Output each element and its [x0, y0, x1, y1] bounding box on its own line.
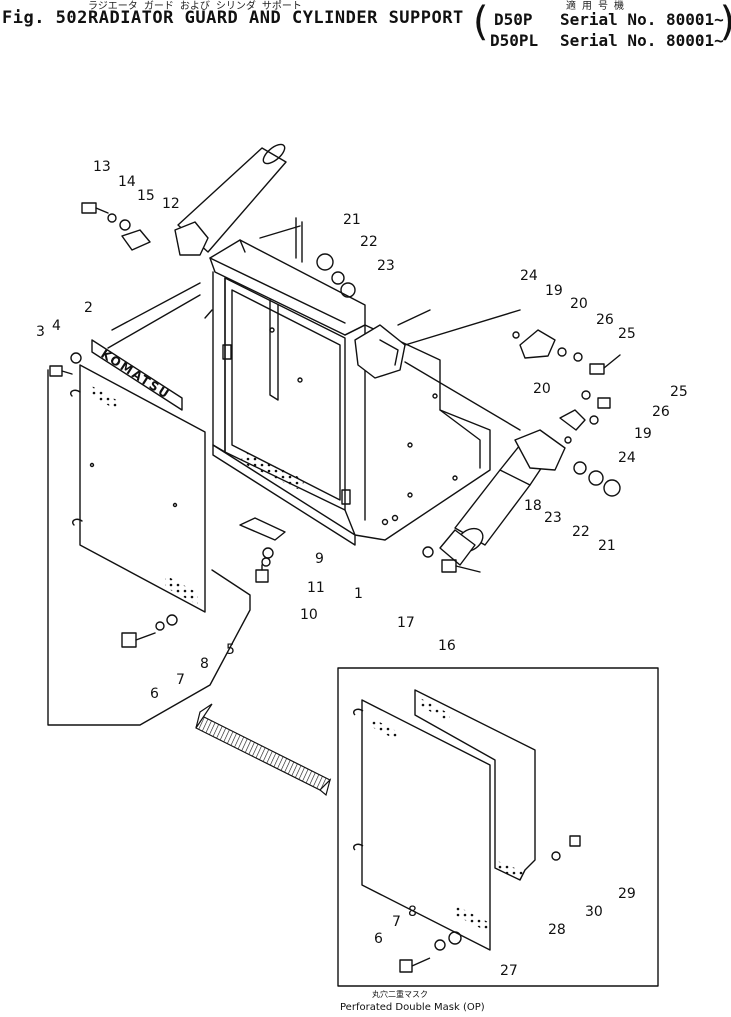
callout: 8	[200, 656, 209, 672]
callout: 21	[343, 212, 361, 228]
bolt-25-lower	[597, 397, 611, 409]
logo-plate	[91, 339, 183, 411]
applicability-bracket-left: (	[468, 0, 493, 45]
callout: 4	[52, 318, 61, 334]
bolt-6	[121, 632, 156, 648]
callout: 15	[137, 188, 155, 204]
callout: 11	[307, 580, 325, 596]
applicability-serial-1: Serial No. 80001~	[560, 10, 724, 29]
callout: 12	[162, 196, 180, 212]
callout: 30	[585, 904, 603, 920]
callout: 13	[93, 159, 111, 175]
callout: 6	[374, 931, 383, 947]
callout: 14	[118, 174, 136, 190]
callout: 23	[377, 258, 395, 274]
bracket-plate	[239, 517, 286, 541]
title-jp: ラジエータ ガード および シリンダ サポート	[88, 1, 302, 12]
callout: 27	[500, 963, 518, 979]
hydraulic-cylinder	[439, 429, 566, 566]
callout: 19	[634, 426, 652, 442]
callout: 19	[545, 283, 563, 299]
inset-caption-jp: 丸穴二重マスク	[372, 989, 428, 999]
bolt-25-upper	[589, 354, 621, 375]
callout: 1	[354, 586, 363, 602]
cylinder-cap-lower	[559, 409, 586, 431]
callout: 21	[598, 538, 616, 554]
callout: 9	[315, 551, 324, 567]
applicability-bracket-right: )	[716, 2, 731, 42]
inset-caption-en: Perforated Double Mask (OP)	[340, 1002, 485, 1013]
callout: 24	[618, 450, 636, 466]
callout-labels: 13 14 15 12 21 22 23 24 19 20 26 25 2 3 …	[36, 159, 688, 979]
double-arrow	[195, 703, 332, 797]
callout: 20	[533, 381, 551, 397]
callout: 25	[618, 326, 636, 342]
applicability-model-2: D50PL	[490, 31, 539, 50]
figure-label: Fig. 502	[2, 8, 88, 28]
applicability-jp: 適 用 号 機	[566, 1, 625, 12]
callout: 20	[570, 296, 588, 312]
bolt-3	[49, 365, 73, 377]
figure-title: RADIATOR GUARD AND CYLINDER SUPPORT	[88, 8, 464, 28]
callout: 7	[392, 914, 401, 930]
callout: 29	[618, 886, 636, 902]
callout: 7	[176, 672, 185, 688]
callout: 17	[397, 615, 415, 631]
callout: 24	[520, 268, 538, 284]
callout: 6	[150, 686, 159, 702]
callout: 22	[572, 524, 590, 540]
radiator-guard-frame	[174, 217, 491, 546]
inset-box	[337, 667, 659, 987]
callout: 26	[596, 312, 614, 328]
callout: 25	[670, 384, 688, 400]
bolt-13	[81, 202, 109, 214]
callout: 28	[548, 922, 566, 938]
callout: 8	[408, 904, 417, 920]
bolt-10	[255, 564, 269, 583]
cylinder-cap-upper	[519, 329, 556, 359]
callout: 5	[226, 642, 235, 658]
applicability-serial-2: Serial No. 80001~	[560, 31, 724, 50]
callout: 16	[438, 638, 456, 654]
front-guard-panel	[47, 364, 251, 726]
callout: 26	[652, 404, 670, 420]
callout: 10	[300, 607, 318, 623]
callout: 18	[524, 498, 542, 514]
callout: 3	[36, 324, 45, 340]
applicability-model-1: D50P	[494, 10, 533, 29]
bolt-16	[441, 559, 481, 573]
callout: 23	[544, 510, 562, 526]
callout: 2	[84, 300, 93, 316]
callout: 22	[360, 234, 378, 250]
